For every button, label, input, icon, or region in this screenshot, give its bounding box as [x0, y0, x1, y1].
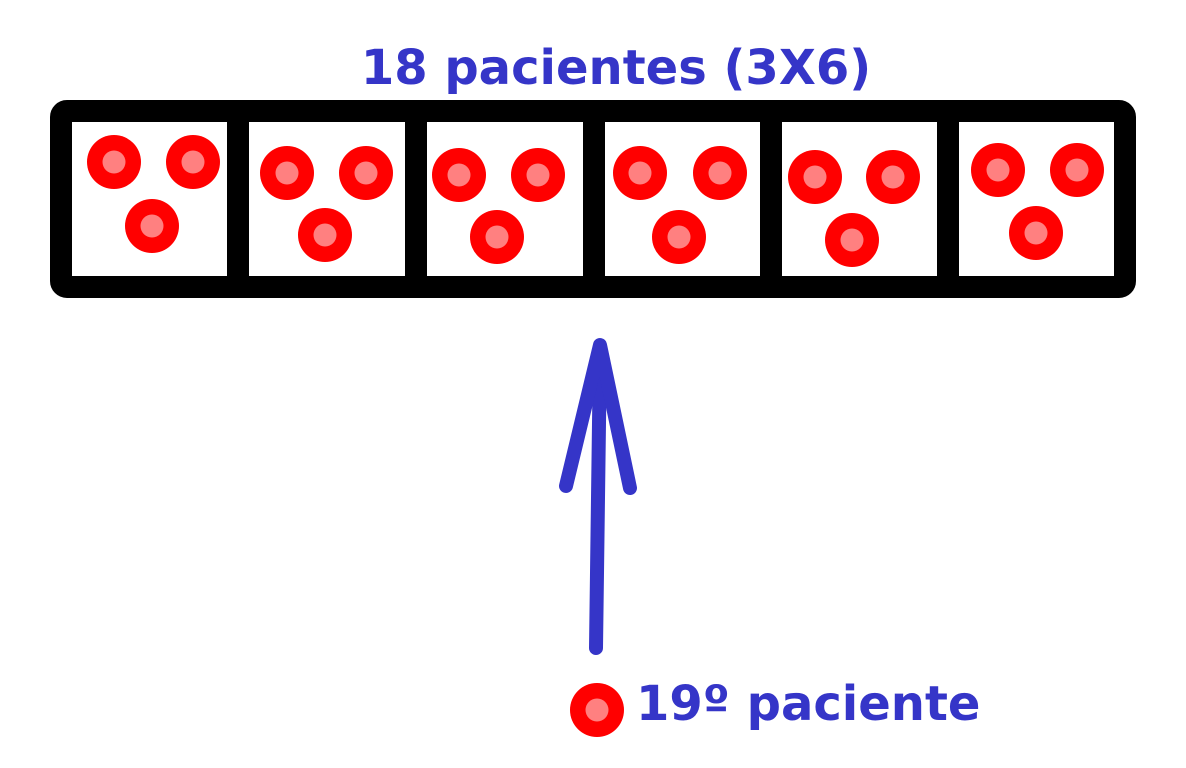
next-patient-label: 19º paciente	[636, 676, 981, 732]
patients	[87, 135, 1104, 267]
patient-dot	[87, 135, 141, 189]
patient-group	[87, 135, 220, 253]
patient-dot	[260, 146, 314, 200]
patient-dot	[570, 683, 624, 737]
patient-group	[260, 146, 393, 262]
patient-dot	[1009, 206, 1063, 260]
patient-dot	[470, 210, 524, 264]
patient-group	[613, 146, 747, 264]
patient-dot	[1050, 143, 1104, 197]
six-cell-frame	[50, 100, 1136, 298]
next-patient-dot	[570, 683, 624, 737]
patient-dot	[432, 148, 486, 202]
patient-dot	[166, 135, 220, 189]
patient-group	[432, 148, 565, 264]
patient-dot	[693, 146, 747, 200]
patient-group	[971, 143, 1104, 260]
patient-dot	[339, 146, 393, 200]
patient-dot	[511, 148, 565, 202]
patient-dot	[125, 199, 179, 253]
patient-dot	[866, 150, 920, 204]
patient-group	[788, 150, 920, 267]
arrow-icon	[559, 338, 637, 655]
patient-dot	[971, 143, 1025, 197]
patient-dot	[613, 146, 667, 200]
patient-dot	[825, 213, 879, 267]
diagram-title: 18 pacientes (3X6)	[360, 40, 872, 96]
patient-dot	[788, 150, 842, 204]
patient-dot	[652, 210, 706, 264]
patient-dot	[298, 208, 352, 262]
